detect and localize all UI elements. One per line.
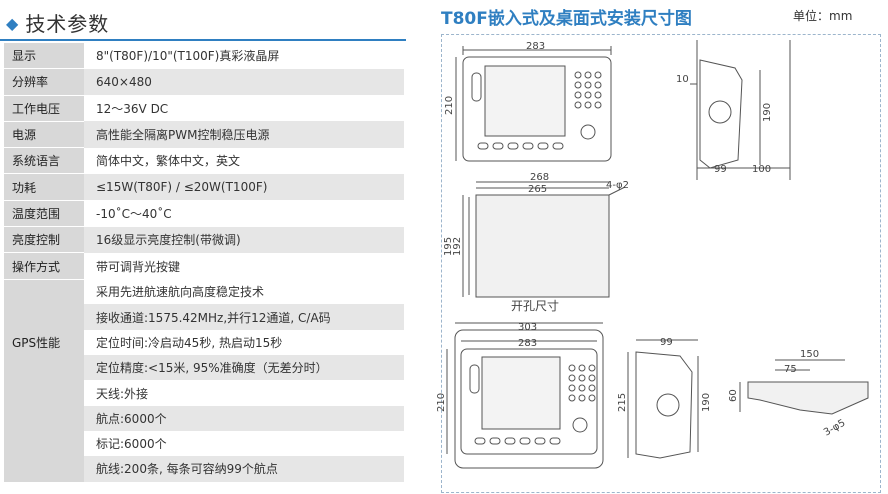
gps-label: GPS性能 [4,279,84,406]
spec-row: 电源高性能全隔离PWM控制稳压电源 [4,121,404,149]
spec-row: 功耗≤15W(T80F) / ≤20W(T100F) [4,173,404,201]
unit-label: 单位：mm [793,9,853,23]
extra-row: 航点:6000个 [4,405,404,482]
spec-heading: ◆技术参数 [6,12,110,36]
spec-row: 系统语言简体中文，繁体中文，英文 [4,147,404,175]
extra-row: 航线:200条, 每条可容纳99个航点 [4,456,404,482]
spec-row: 温度范围-10˚C～40˚C [4,200,404,228]
drawing-frame [441,34,881,493]
heading-divider [0,39,406,41]
gps-row: 定位精度:<15米, 95%准确度（无差分时） [4,355,404,381]
spec-row: 操作方式带可调背光按键 [4,252,404,280]
extra-row: 标记:6000个 [96,437,167,452]
gps-row: 接收通道:1575.42MHz,并行12通道, C/A码 [4,304,404,330]
gps-row: 定位时间:冷启动45秒, 热启动15秒 [96,335,283,350]
diamond-icon: ◆ [6,14,20,33]
drawing-title: T80F嵌入式及桌面式安装尺寸图 [441,9,692,29]
gps-row: GPS性能采用先进航速航向高度稳定技术 [4,279,404,406]
gps-row: 天线:外接 [96,386,149,401]
